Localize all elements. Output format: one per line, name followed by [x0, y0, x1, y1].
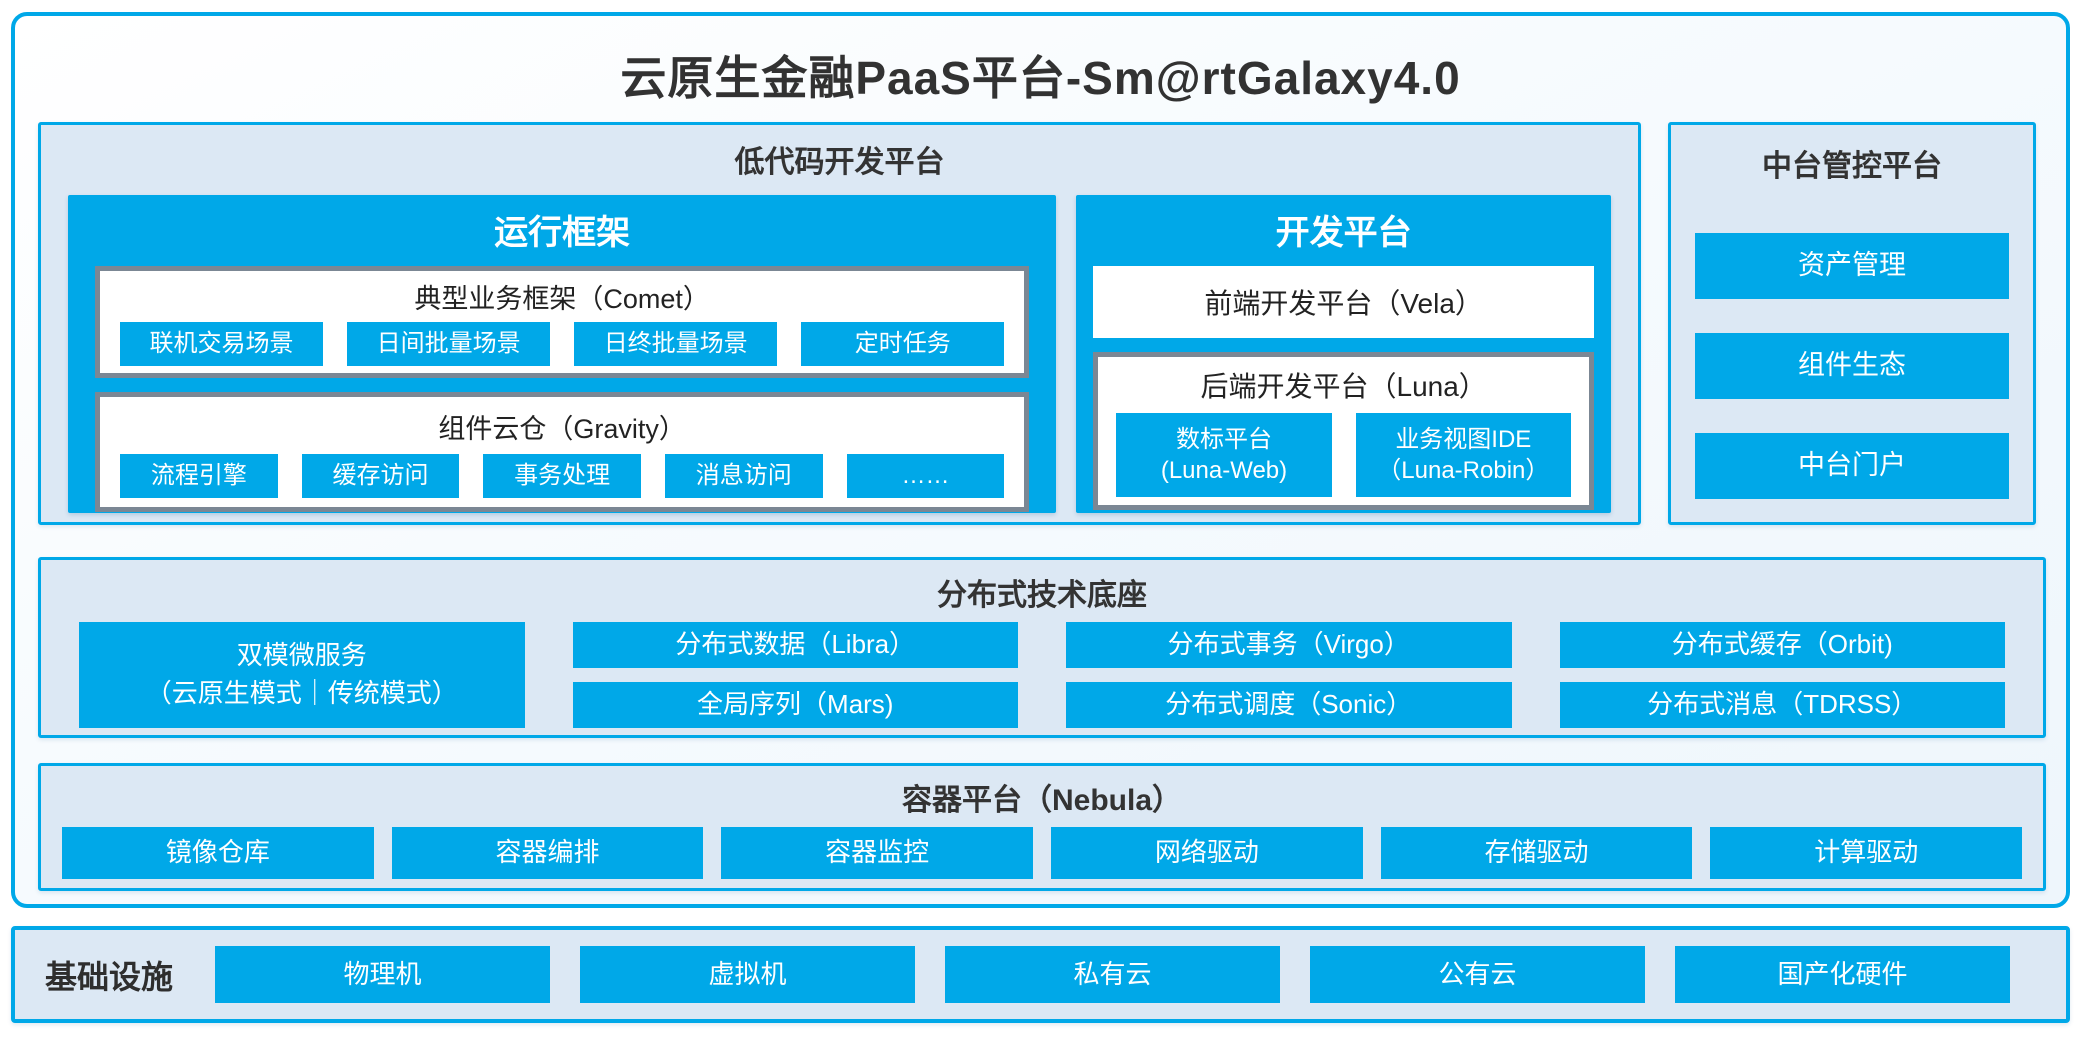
container-chip: 计算驱动 — [1710, 827, 2023, 879]
comet-box: 典型业务框架（Comet） 联机交易场景 日间批量场景 日终批量场景 定时任务 — [95, 266, 1030, 378]
distributed-chip: 分布式调度（Sonic） — [1066, 682, 1512, 728]
container-chip: 镜像仓库 — [62, 827, 374, 879]
distributed-title: 分布式技术底座 — [937, 579, 1147, 612]
container-platform-title: 容器平台（Nebula） — [901, 784, 1183, 817]
distributed-col: 分布式缓存（Orbit) 分布式消息（TDRSS） — [1559, 622, 2005, 728]
luna-robin-line2: （Luna-Robin） — [1377, 457, 1550, 484]
luna-robin-chip: 业务视图IDE （Luna-Robin） — [1355, 413, 1571, 497]
luna-web-chip: 数标平台 (Luna-Web) — [1116, 413, 1332, 497]
comet-chip: 日间批量场景 — [347, 322, 551, 366]
page-title: 云原生金融PaaS平台-Sm@rtGalaxy4.0 — [620, 52, 1461, 104]
comet-chip: 日终批量场景 — [574, 322, 778, 366]
section-container-platform: 容器平台（Nebula） 镜像仓库 容器编排 容器监控 网络驱动 存储驱动 计算… — [38, 763, 2046, 891]
infrastructure-chip: 公有云 — [1310, 946, 1646, 1003]
distributed-col: 分布式事务（Virgo） 分布式调度（Sonic） — [1066, 622, 1512, 728]
mid-platform-chip: 组件生态 — [1695, 333, 2009, 399]
comet-chip: 定时任务 — [801, 322, 1005, 366]
infrastructure-chip: 国产化硬件 — [1675, 946, 2011, 1003]
gravity-chip: …… — [846, 454, 1005, 498]
dual-mode-line2: （云原生模式｜传统模式） — [145, 678, 458, 708]
gravity-chip: 消息访问 — [664, 454, 823, 498]
container-platform-chips: 镜像仓库 容器编排 容器监控 网络驱动 存储驱动 计算驱动 — [41, 827, 2043, 879]
mid-platform-chip: 中台门户 — [1695, 433, 2009, 499]
gravity-chip: 流程引擎 — [120, 454, 278, 498]
infrastructure-chip: 私有云 — [945, 946, 1281, 1003]
luna-title: 后端开发平台（Luna） — [1200, 371, 1487, 402]
luna-chip-row: 数标平台 (Luna-Web) 业务视图IDE （Luna-Robin） — [1116, 413, 1571, 497]
gravity-title: 组件云仓（Gravity） — [438, 414, 686, 444]
gravity-chip-row: 流程引擎 缓存访问 事务处理 消息访问 …… — [120, 454, 1005, 498]
gravity-chip: 缓存访问 — [301, 454, 460, 498]
luna-box: 后端开发平台（Luna） 数标平台 (Luna-Web) 业务视图IDE （Lu… — [1093, 352, 1594, 510]
container-chip: 容器编排 — [391, 827, 704, 879]
vela-box: 前端开发平台（Vela） — [1093, 266, 1594, 338]
infrastructure-chip: 虚拟机 — [580, 946, 916, 1003]
distributed-col-dual: 双模微服务 （云原生模式｜传统模式） — [79, 622, 525, 728]
section-mid-platform-control: 中台管控平台 资产管理 组件生态 中台门户 — [1668, 122, 2036, 525]
distributed-chip: 全局序列（Mars) — [572, 682, 1018, 728]
distributed-chip: 分布式缓存（Orbit) — [1559, 622, 2005, 668]
mid-platform-title: 中台管控平台 — [1762, 150, 1942, 183]
comet-chip: 联机交易场景 — [120, 322, 324, 366]
mid-platform-chips: 资产管理 组件生态 中台门户 — [1671, 185, 2033, 499]
runtime-framework-title: 运行框架 — [494, 214, 631, 252]
distributed-col: 分布式数据（Libra） 全局序列（Mars) — [572, 622, 1018, 728]
distributed-grid: 双模微服务 （云原生模式｜传统模式） 分布式数据（Libra） 全局序列（Mar… — [41, 622, 2043, 728]
low-code-title: 低代码开发平台 — [734, 146, 945, 179]
section-infrastructure: 基础设施 物理机 虚拟机 私有云 公有云 国产化硬件 — [11, 926, 2070, 1023]
section-low-code-platform: 低代码开发平台 运行框架 典型业务框架（Comet） 联机交易场景 日间批量场景… — [38, 122, 1641, 525]
container-chip: 网络驱动 — [1051, 827, 1363, 879]
dev-platform-title: 开发平台 — [1275, 214, 1412, 252]
dual-mode-microservice-chip: 双模微服务 （云原生模式｜传统模式） — [79, 622, 525, 728]
infrastructure-chip: 物理机 — [215, 946, 551, 1003]
infrastructure-chips: 物理机 虚拟机 私有云 公有云 国产化硬件 — [215, 946, 2011, 1003]
main-frame: 云原生金融PaaS平台-Sm@rtGalaxy4.0 低代码开发平台 运行框架 … — [11, 12, 2070, 908]
container-chip: 存储驱动 — [1380, 827, 1693, 879]
luna-robin-line1: 业务视图IDE — [1395, 425, 1532, 453]
comet-title: 典型业务框架（Comet） — [414, 284, 710, 314]
dev-platform-panel: 开发平台 前端开发平台（Vela） 后端开发平台（Luna） 数标平台 (Lun… — [1076, 195, 1611, 513]
runtime-framework-panel: 运行框架 典型业务框架（Comet） 联机交易场景 日间批量场景 日终批量场景 … — [68, 195, 1057, 513]
luna-web-line2: (Luna-Web) — [1160, 457, 1288, 484]
comet-chip-row: 联机交易场景 日间批量场景 日终批量场景 定时任务 — [120, 322, 1005, 366]
distributed-chip: 分布式事务（Virgo） — [1066, 622, 1512, 668]
gravity-box: 组件云仓（Gravity） 流程引擎 缓存访问 事务处理 消息访问 …… — [95, 392, 1030, 512]
luna-web-line1: 数标平台 — [1175, 425, 1272, 453]
mid-platform-chip: 资产管理 — [1695, 233, 2009, 299]
low-code-panels: 运行框架 典型业务框架（Comet） 联机交易场景 日间批量场景 日终批量场景 … — [41, 195, 1638, 513]
gravity-chip: 事务处理 — [483, 454, 641, 498]
infrastructure-title: 基础设施 — [45, 958, 174, 995]
container-chip: 容器监控 — [721, 827, 1034, 879]
distributed-chip: 分布式消息（TDRSS） — [1559, 682, 2005, 728]
section-distributed-base: 分布式技术底座 双模微服务 （云原生模式｜传统模式） 分布式数据（Libra） … — [38, 557, 2046, 738]
distributed-chip: 分布式数据（Libra） — [572, 622, 1018, 668]
dual-mode-line1: 双模微服务 — [236, 640, 367, 671]
